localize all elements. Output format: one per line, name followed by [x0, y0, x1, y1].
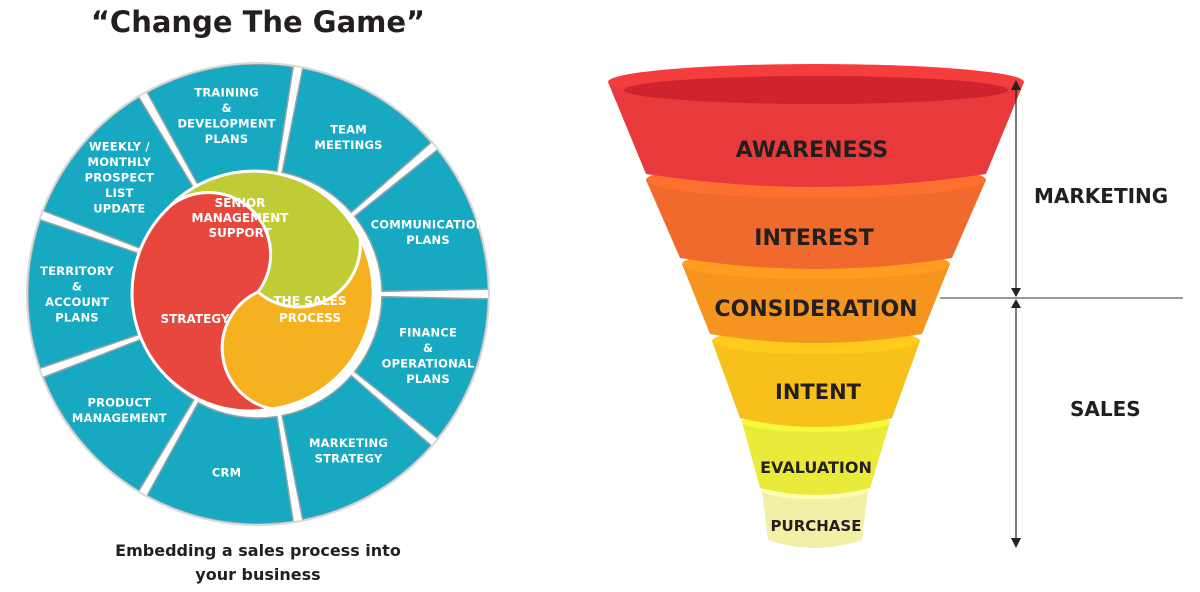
consideration-label: CONSIDERATION: [714, 297, 917, 322]
funnel-panel: AWARENESS INTEREST CONSIDERATION INTENT …: [608, 64, 1183, 548]
senior-label-line2: MANAGEMENT: [192, 211, 290, 225]
wheel-ring: [26, 62, 490, 526]
wheel-caption-line2: your business: [195, 565, 320, 584]
sales-process-region: [220, 237, 375, 411]
marketing-label: MARKETING: [1034, 184, 1168, 208]
wheel-outer-edge: [26, 62, 490, 526]
funnel-stage-awareness: [608, 82, 1024, 187]
sales-arrow-head-top: [1011, 299, 1021, 308]
wheel-segment: [353, 148, 489, 293]
funnel-stage-consideration: [682, 264, 950, 343]
funnel-stage-purchase: [762, 490, 868, 548]
awareness-label: AWARENESS: [736, 138, 888, 163]
purchase-label: PURCHASE: [771, 517, 862, 535]
sales-arrow-head-bottom: [1011, 538, 1021, 548]
wheel-core: SENIOR MANAGEMENT SUPPORT STRATEGY THE S…: [130, 169, 375, 413]
wheel-segment: [281, 374, 433, 521]
senior-label-line1: SENIOR: [215, 196, 266, 210]
funnel-stage-interest: [646, 180, 986, 269]
marketing-arrow-head-top: [1011, 80, 1021, 90]
wheel-title: “Change The Game”: [91, 5, 425, 39]
sales-label: SALES: [1070, 397, 1141, 421]
sales-process-label-line2: PROCESS: [279, 311, 341, 325]
funnel-stage-intent: [712, 341, 920, 427]
wheel-segment: [353, 295, 489, 440]
sales-process-label-line1: THE SALES: [273, 294, 346, 308]
wheel-segment: [146, 401, 295, 525]
intent-label: INTENT: [775, 380, 862, 404]
funnel-opening-shadow: [624, 76, 1008, 104]
funnel-stage-evaluation: [742, 422, 890, 495]
wheel-caption-line1: Embedding a sales process into: [115, 541, 401, 560]
wheel-segment: [281, 67, 433, 214]
senior-label-line3: SUPPORT: [208, 226, 272, 240]
marketing-arrow-head-bottom: [1011, 288, 1021, 297]
evaluation-label: EVALUATION: [760, 458, 872, 477]
wheel-segment-label: CRM: [212, 465, 241, 479]
strategy-label: STRATEGY: [160, 312, 229, 326]
interest-label: INTEREST: [754, 226, 873, 251]
